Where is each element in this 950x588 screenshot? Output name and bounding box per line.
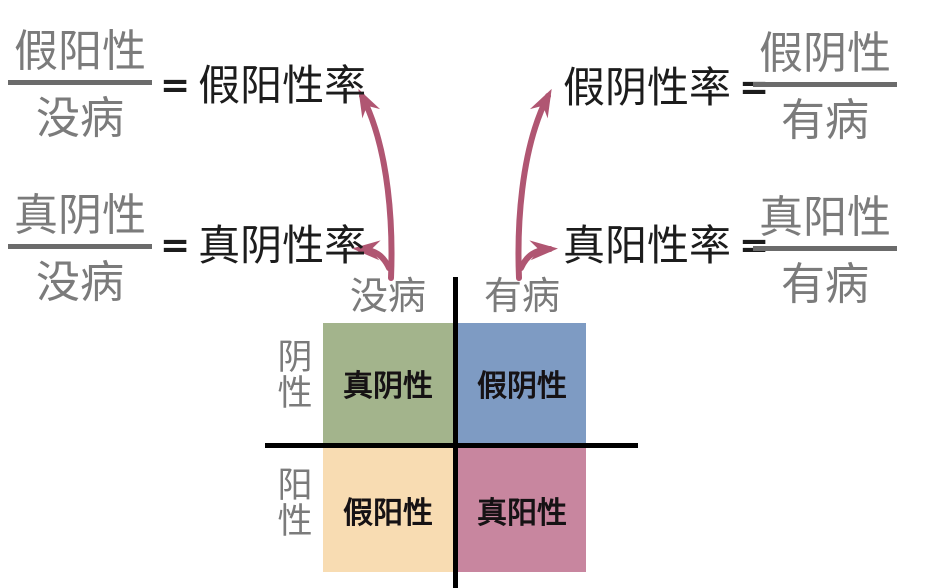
fraction-denominator: 没病 [36,257,124,308]
cell-false-negative: 假阴性 [458,323,586,443]
cell-label: 真阴性 [343,369,433,404]
fraction-bar [753,246,897,251]
fraction-denominator: 没病 [36,93,124,144]
equals-sign: = [739,67,770,108]
fraction-numerator: 真阴性 [14,190,146,241]
fraction-bar [8,80,152,85]
equals-sign: = [160,65,191,106]
rate-label: 真阳性率 [563,221,732,270]
fraction-denominator: 有病 [781,259,869,310]
cell-label: 假阳性 [343,496,433,531]
false-negative-rate-label-row: 假阴性率 = [563,62,769,114]
fraction-numerator: 假阳性 [14,26,146,77]
fraction-bar [8,244,152,249]
cell-false-positive: 假阳性 [323,448,453,572]
false-positive-rate-label-row: = 假阳性率 [160,60,366,112]
fraction-numerator: 真阳性 [759,192,891,243]
row-header-positive: 阳性 [277,466,313,542]
fraction-true-positive: 真阳性 有病 [753,192,897,311]
equals-sign: = [160,225,191,266]
rate-label: 假阴性率 [563,63,732,112]
fraction-numerator: 假阴性 [759,28,891,79]
arrow-to-true-positive-rate-icon [518,240,558,271]
cell-label: 假阴性 [477,369,567,404]
arrow-to-false-positive-rate-icon [358,88,395,281]
matrix-vertical-divider [453,277,458,588]
equals-sign: = [739,220,769,272]
true-positive-rate-label-row: 真阳性率 = [563,220,769,272]
fraction-false-positive: 假阳性 没病 [8,26,152,145]
arrow-to-false-negative-rate-icon [515,88,552,281]
true-negative-rate-label-row: = 真阴性率 [160,220,366,272]
fraction-false-negative: 假阴性 有病 [753,28,897,147]
fraction-true-negative: 真阴性 没病 [8,190,152,309]
fraction-denominator: 有病 [781,95,869,146]
cell-true-negative: 真阴性 [323,323,453,443]
rate-label: 假阳性率 [198,61,367,110]
rate-label: 真阴性率 [198,221,367,270]
column-header-has-disease: 有病 [483,274,560,318]
column-header-no-disease: 没病 [349,274,426,318]
fraction-bar [753,82,897,87]
cell-true-positive: 真阳性 [458,448,586,572]
row-header-negative: 阴性 [277,338,313,414]
matrix-horizontal-divider [265,443,638,448]
cell-label: 真阳性 [477,496,567,531]
